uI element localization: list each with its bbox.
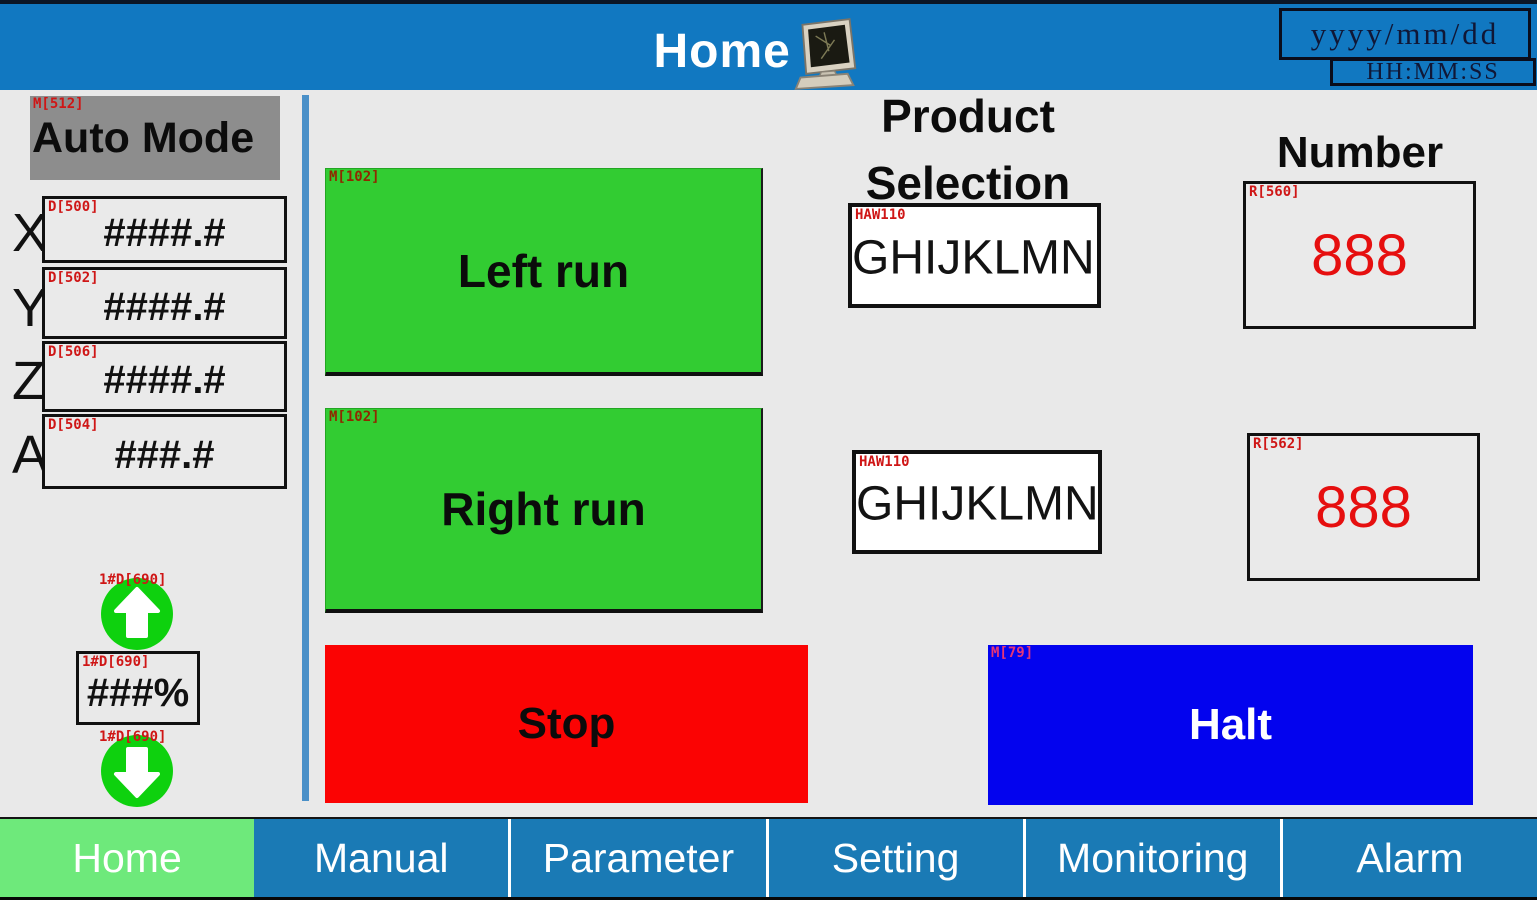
nav-tab-monitoring[interactable]: Monitoring <box>1022 819 1280 897</box>
speed-percent-tag: 1#D[690] <box>82 654 150 670</box>
axis-x-display: D[500] ####.# <box>42 196 287 263</box>
arrow-up-icon <box>101 578 173 650</box>
number-field-1[interactable]: R[560] 888 <box>1243 181 1476 329</box>
left-run-button[interactable]: M[102] Left run <box>325 168 763 376</box>
axis-y-value: ####.# <box>103 284 226 329</box>
nav-tab-home[interactable]: Home <box>0 819 255 897</box>
left-run-label: Left run <box>457 244 630 297</box>
number-1-tag: R[560] <box>1249 184 1300 200</box>
product-selection-field-1[interactable]: HAW110 GHIJKLMNO <box>848 203 1101 308</box>
product-selection-title-line1: Product <box>881 90 1055 142</box>
right-run-tag: M[102] <box>329 409 380 425</box>
speed-down-button[interactable] <box>99 733 175 809</box>
auto-mode-button[interactable]: M[512] Auto Mode <box>30 96 280 180</box>
nav-tab-alarm[interactable]: Alarm <box>1279 819 1537 897</box>
monitor-icon <box>794 18 857 90</box>
nav-tab-setting[interactable]: Setting <box>765 819 1023 897</box>
nav-tab-manual[interactable]: Manual <box>254 819 509 897</box>
nav-tab-parameter[interactable]: Parameter <box>508 819 766 897</box>
stop-button[interactable]: Stop <box>325 645 808 803</box>
axis-z-tag: D[506] <box>48 344 99 360</box>
axis-x-value: ####.# <box>103 211 226 255</box>
product-2-tag: HAW110 <box>859 454 910 470</box>
auto-mode-tag: M[512] <box>33 96 84 112</box>
number-title: Number <box>1276 128 1444 177</box>
axis-x-tag: D[500] <box>48 199 99 215</box>
halt-tag: M[79] <box>991 645 1034 661</box>
left-run-tag: M[102] <box>329 169 380 185</box>
stop-label: Stop <box>517 699 616 748</box>
right-run-button[interactable]: M[102] Right run <box>325 408 763 613</box>
product-selection-title: Product Selection <box>818 83 1118 216</box>
number-1-value: 888 <box>1311 222 1408 288</box>
speed-up-button[interactable] <box>99 576 175 652</box>
number-2-value: 888 <box>1315 474 1412 540</box>
product-1-value: GHIJKLMNO <box>852 231 1097 285</box>
product-selection-title-line2: Selection <box>865 156 1071 209</box>
bottom-edge <box>0 897 1537 900</box>
axis-a-tag: D[504] <box>48 417 99 433</box>
axis-y-display: D[502] ####.# <box>42 267 287 339</box>
vertical-divider <box>302 95 309 801</box>
axis-z-display: D[506] ####.# <box>42 341 287 412</box>
axis-a-value: ###.# <box>114 433 215 477</box>
halt-label: Halt <box>1188 700 1273 749</box>
axis-a-display: D[504] ###.# <box>42 414 287 489</box>
time-display: HH:MM:SS <box>1330 58 1536 86</box>
speed-percent-value: ###% <box>86 670 190 715</box>
product-1-tag: HAW110 <box>855 207 906 223</box>
axis-y-tag: D[502] <box>48 270 99 286</box>
page-title: Home <box>653 24 791 78</box>
axis-label-z: Z <box>12 351 45 411</box>
speed-down-tag: 1#D[690] <box>99 729 167 745</box>
right-run-label: Right run <box>441 483 646 535</box>
number-field-2[interactable]: R[562] 888 <box>1247 433 1480 581</box>
axis-z-value: ####.# <box>103 358 226 402</box>
speed-percent-display: 1#D[690] ###% <box>76 651 200 725</box>
product-2-value: GHIJKLMNO <box>856 477 1099 531</box>
number-2-tag: R[562] <box>1253 436 1304 452</box>
halt-button[interactable]: M[79] Halt <box>988 645 1473 805</box>
title-wrap: Home <box>653 10 858 92</box>
speed-up-tag: 1#D[690] <box>99 572 167 588</box>
auto-mode-label: Auto Mode <box>32 113 255 162</box>
date-display: yyyy/mm/dd <box>1279 8 1531 60</box>
header-bar: Home yyyy/mm/dd HH:MM:SS <box>0 0 1537 90</box>
arrow-down-icon <box>101 735 173 807</box>
product-selection-field-2[interactable]: HAW110 GHIJKLMNO <box>852 450 1102 554</box>
bottom-navigation: Home Manual Parameter Setting Monitoring… <box>0 817 1537 897</box>
